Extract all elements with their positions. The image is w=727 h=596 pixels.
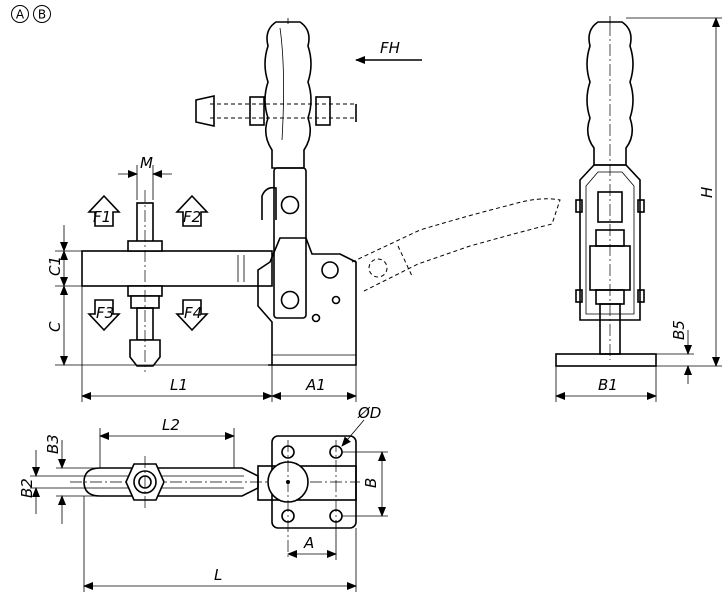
force-label-fh: FH (380, 39, 400, 57)
front-view: H B5 B1 (555, 16, 722, 402)
dim-label-h: H (698, 187, 716, 198)
dim-label-a: A (303, 534, 314, 552)
dim-label-od: ØD (357, 404, 381, 422)
svg-text:B: B (38, 8, 46, 22)
arm-top (83, 467, 259, 497)
dim-label-l2: L2 (162, 416, 180, 434)
variant-badge-a: A (11, 5, 29, 23)
dim-label-c1: C1 (46, 256, 64, 276)
base-plate (555, 353, 657, 367)
dim-label-a1: A1 (305, 376, 326, 394)
force-label-f2: F2 (183, 208, 201, 226)
link-pivot-top (280, 195, 300, 215)
yoke (579, 164, 641, 321)
dim-label-l: L (214, 566, 222, 584)
dim-label-b1: B1 (598, 376, 618, 394)
dim-label-b3: B3 (44, 434, 62, 454)
dim-label-c: C (46, 321, 64, 332)
force-label-f3: F3 (96, 304, 114, 322)
svg-text:A: A (16, 8, 25, 22)
top-view: L2 B3 B2 ØD B A L (18, 404, 388, 592)
variant-badge-b: B (33, 5, 51, 23)
side-view: FH M F1 F2 F3 F4 C1 C L1 (46, 18, 561, 402)
force-label-f1: F1 (93, 208, 111, 226)
clamp-body (257, 237, 357, 366)
link-arm (273, 167, 307, 319)
dim-label-m: M (140, 154, 153, 172)
dim-label-b5: B5 (670, 320, 688, 340)
force-label-f4: F4 (184, 304, 202, 322)
dim-label-b2: B2 (18, 478, 36, 498)
handle-grip (264, 21, 312, 169)
dim-label-l1: L1 (170, 376, 188, 394)
handle-phantom (351, 198, 561, 293)
dim-label-b: B (362, 478, 380, 488)
link-pivot-bottom (280, 290, 300, 310)
clamp-arm (81, 250, 273, 287)
pivot-hole (321, 261, 339, 279)
